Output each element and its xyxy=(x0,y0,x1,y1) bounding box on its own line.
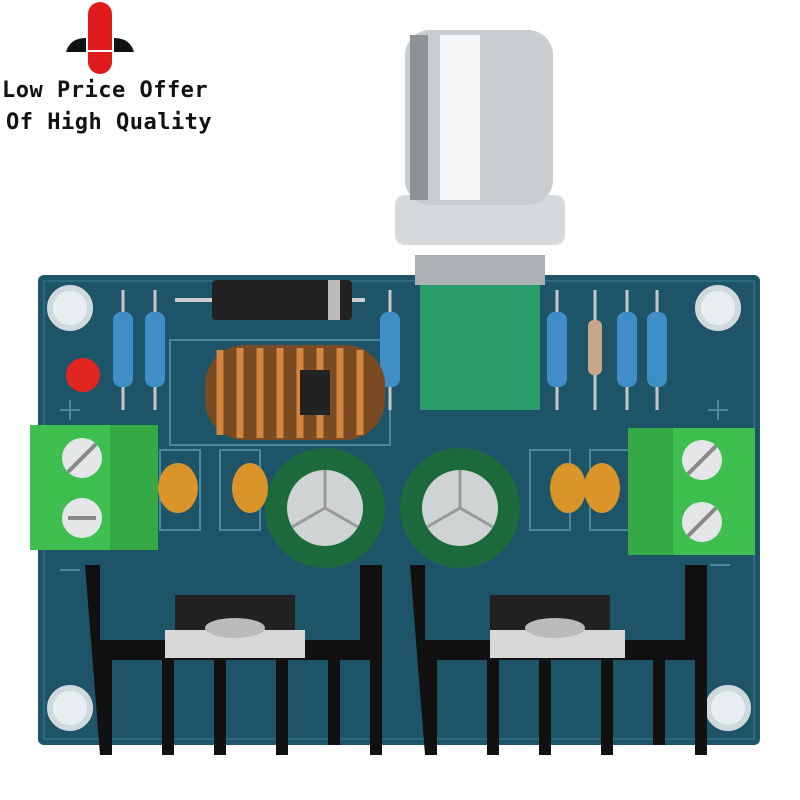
mounting-holes xyxy=(47,285,751,731)
output-terminal-block xyxy=(628,428,755,555)
slogan-line-1: Low Price Offer xyxy=(2,78,209,103)
inductor xyxy=(205,345,385,440)
slogan-line-2: Of High Quality xyxy=(6,110,213,135)
regulator-ics xyxy=(165,595,625,658)
input-terminal-block xyxy=(30,425,158,550)
brand-logo xyxy=(66,2,134,74)
heatsinks xyxy=(85,565,707,755)
led xyxy=(66,358,100,392)
ceramic-capacitors xyxy=(158,463,620,513)
potentiometer xyxy=(395,30,565,410)
electrolytic-capacitors xyxy=(265,448,520,568)
resistors xyxy=(113,290,667,410)
diode xyxy=(175,280,365,320)
